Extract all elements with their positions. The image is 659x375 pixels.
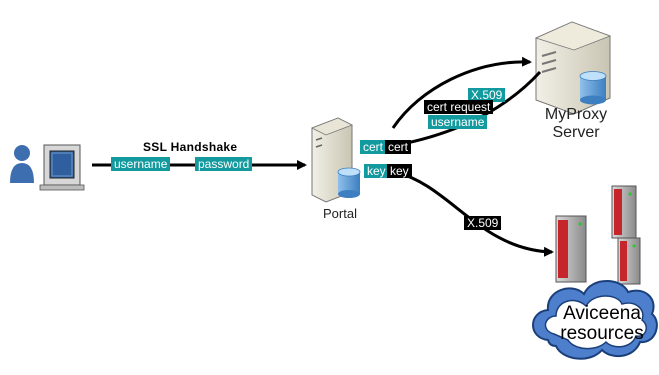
myproxy-caption: MyProxy Server <box>528 106 624 142</box>
portal-database-icon <box>337 167 361 198</box>
portal-to-myproxy-arrow <box>391 56 532 129</box>
myproxy-username-label: username <box>428 115 488 129</box>
resources-caption: Aviceena resources <box>552 304 652 344</box>
myproxy-caption-line1: MyProxy <box>544 106 608 123</box>
resource-rack-icon <box>555 185 641 285</box>
user-icon <box>10 145 34 183</box>
portal-caption: Portal <box>323 206 357 221</box>
myproxy-caption-line2: Server <box>552 124 600 141</box>
portal-to-resources-arrow <box>394 170 554 257</box>
client-username-label: username <box>111 157 171 171</box>
ssl-handshake-label: SSL Handshake <box>143 140 238 154</box>
resources-x509-label: X.509 <box>464 216 502 230</box>
cert-request-label: cert request <box>424 100 494 114</box>
portal-cert-label-1: cert <box>360 140 387 154</box>
resource-cloud-icon <box>532 280 658 360</box>
portal-key-label-1: key <box>364 164 389 178</box>
portal-cert-label-2: cert <box>385 140 412 154</box>
portal-key-label-2: key <box>387 164 412 178</box>
myproxy-x509-label: X.509 <box>468 88 506 102</box>
resources-caption-line1: Aviceena <box>563 303 641 324</box>
resources-caption-line2: resources <box>560 323 644 344</box>
myproxy-database-icon <box>579 71 607 105</box>
client-password-label: password <box>195 157 253 171</box>
monitor-icon <box>39 144 85 191</box>
